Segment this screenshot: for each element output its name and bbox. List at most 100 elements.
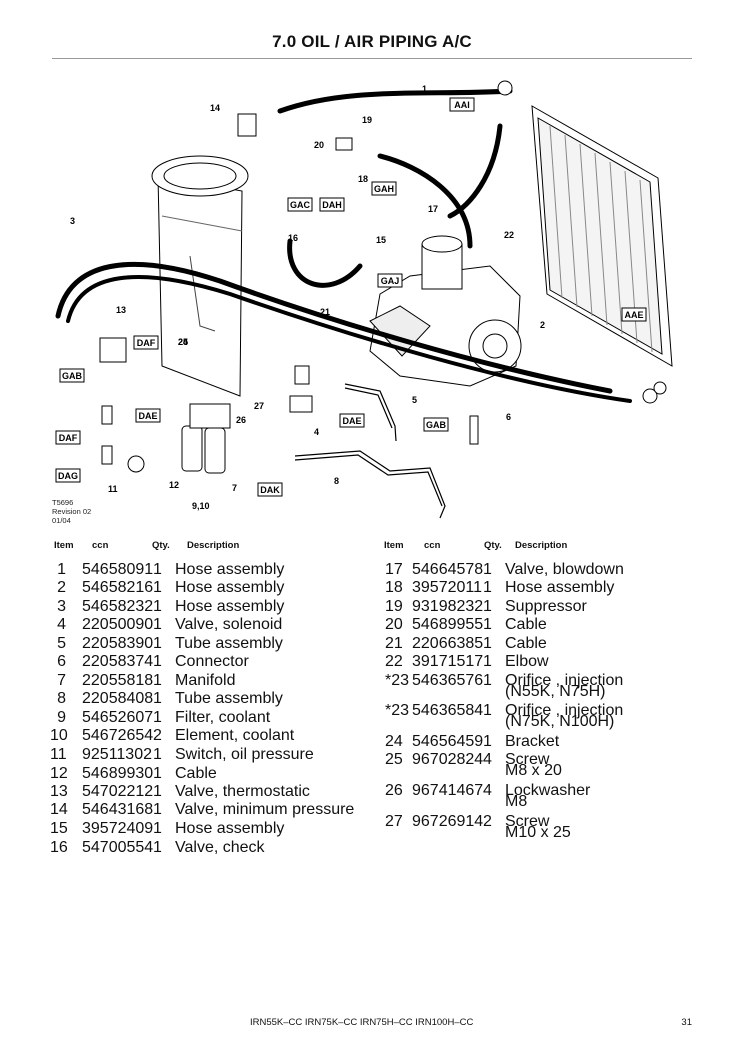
quantity: 1 <box>153 820 162 837</box>
connection-label: AAE <box>621 307 647 322</box>
description: Orifice , injection <box>505 702 624 719</box>
header-ccn-left: ccn <box>92 540 109 551</box>
svg-text:DAG: DAG <box>58 471 78 481</box>
description: Screw <box>505 813 550 830</box>
callout-number: 20 <box>314 140 324 150</box>
hose-lines <box>55 88 632 403</box>
connection-label: DAE <box>339 413 365 428</box>
callout-number: 3 <box>70 216 75 226</box>
svg-text:AAE: AAE <box>624 310 643 320</box>
quantity: 1 <box>153 561 162 578</box>
item-number: *23 <box>385 702 410 719</box>
quantity: 1 <box>153 801 162 818</box>
callout-number: 19 <box>362 115 372 125</box>
description: Suppressor <box>505 598 587 615</box>
ccn-number: 54672654 <box>82 727 154 744</box>
item-number: 18 <box>385 579 403 596</box>
callout-number: 22 <box>504 230 514 240</box>
quantity: 1 <box>483 616 492 633</box>
quantity: 1 <box>483 702 492 719</box>
connection-label: GAB <box>59 368 85 383</box>
callout-number: 18 <box>358 174 368 184</box>
connection-label: DAK <box>257 482 283 497</box>
description: Bracket <box>505 733 560 750</box>
callout-number: 14 <box>210 103 220 113</box>
connection-label: DAH <box>319 197 345 212</box>
header-qty-left: Qty. <box>152 540 170 551</box>
description: M8 x 20 <box>505 762 562 779</box>
ccn-number: 22066385 <box>412 635 484 652</box>
description: Connector <box>175 653 249 670</box>
page-number: 31 <box>681 1017 692 1028</box>
callout-number: 15 <box>376 235 386 245</box>
connection-label: DAE <box>135 408 161 423</box>
connection-label: DAG <box>55 468 81 483</box>
callout-number: 25 <box>178 337 188 347</box>
quantity: 2 <box>153 727 162 744</box>
description: Valve, thermostatic <box>175 783 310 800</box>
item-number: 14 <box>50 801 68 818</box>
callout-number: 12 <box>169 480 179 490</box>
description: Manifold <box>175 672 236 689</box>
ccn-number: 54652607 <box>82 709 154 726</box>
revision-line: T5696 <box>52 498 74 507</box>
quantity: 1 <box>153 616 162 633</box>
svg-text:DAE: DAE <box>342 416 361 426</box>
ccn-number: 93198232 <box>412 598 484 615</box>
item-number: 16 <box>50 839 68 856</box>
item-number: 21 <box>385 635 403 652</box>
connection-label: GAJ <box>377 273 403 288</box>
callout-number: 16 <box>288 233 298 243</box>
header-description-left: Description <box>187 540 240 551</box>
quantity: 1 <box>153 598 162 615</box>
description: Filter, coolant <box>175 709 271 726</box>
svg-text:DAE: DAE <box>138 411 157 421</box>
ccn-number: 96726914 <box>412 813 484 830</box>
description: Hose assembly <box>505 579 615 596</box>
ccn-number: 54702212 <box>82 783 154 800</box>
quantity: 1 <box>483 561 492 578</box>
quantity: 1 <box>153 690 162 707</box>
ccn-number: 22055818 <box>82 672 154 689</box>
ccn-number: 54658232 <box>82 598 154 615</box>
quantity: 1 <box>153 839 162 856</box>
ccn-number: 54700554 <box>82 839 154 856</box>
item-number: 19 <box>385 598 403 615</box>
tube-lines <box>294 383 446 519</box>
item-number: 8 <box>57 690 66 707</box>
connection-label: GAH <box>371 181 397 196</box>
callout-number: 11 <box>108 484 118 494</box>
description: Element, coolant <box>175 727 295 744</box>
page-title: 7.0 OIL / AIR PIPING A/C <box>272 32 472 51</box>
svg-text:GAH: GAH <box>374 184 394 194</box>
svg-text:DAF: DAF <box>59 433 78 443</box>
header-item-right: Item <box>384 540 404 551</box>
ccn-number: 54636584 <box>412 702 484 719</box>
callout-number: 27 <box>254 401 264 411</box>
ccn-number: 96702824 <box>412 751 484 768</box>
description: Tube assembly <box>175 690 283 707</box>
svg-text:AAI: AAI <box>454 100 470 110</box>
item-number: 6 <box>57 653 66 670</box>
item-number: 20 <box>385 616 403 633</box>
svg-text:GAB: GAB <box>426 420 447 430</box>
quantity: 4 <box>483 782 492 799</box>
description: Valve, blowdown <box>505 561 624 578</box>
connection-label: GAB <box>423 417 449 432</box>
item-number: 2 <box>57 579 66 596</box>
ccn-number: 39171517 <box>412 653 484 670</box>
connection-label: DAF <box>55 430 81 445</box>
item-number: 10 <box>50 727 68 744</box>
quantity: 1 <box>483 733 492 750</box>
callout-number: 21 <box>320 307 330 317</box>
ccn-number: 54664578 <box>412 561 484 578</box>
airend-drawing <box>369 235 522 387</box>
quantity: 2 <box>483 813 492 830</box>
ccn-number: 54658091 <box>82 561 154 578</box>
ccn-number: 96741467 <box>412 782 484 799</box>
description: Hose assembly <box>175 598 285 615</box>
revision-line: 01/04 <box>52 516 71 525</box>
callout-number: 17 <box>428 204 438 214</box>
ccn-number: 54689955 <box>412 616 484 633</box>
